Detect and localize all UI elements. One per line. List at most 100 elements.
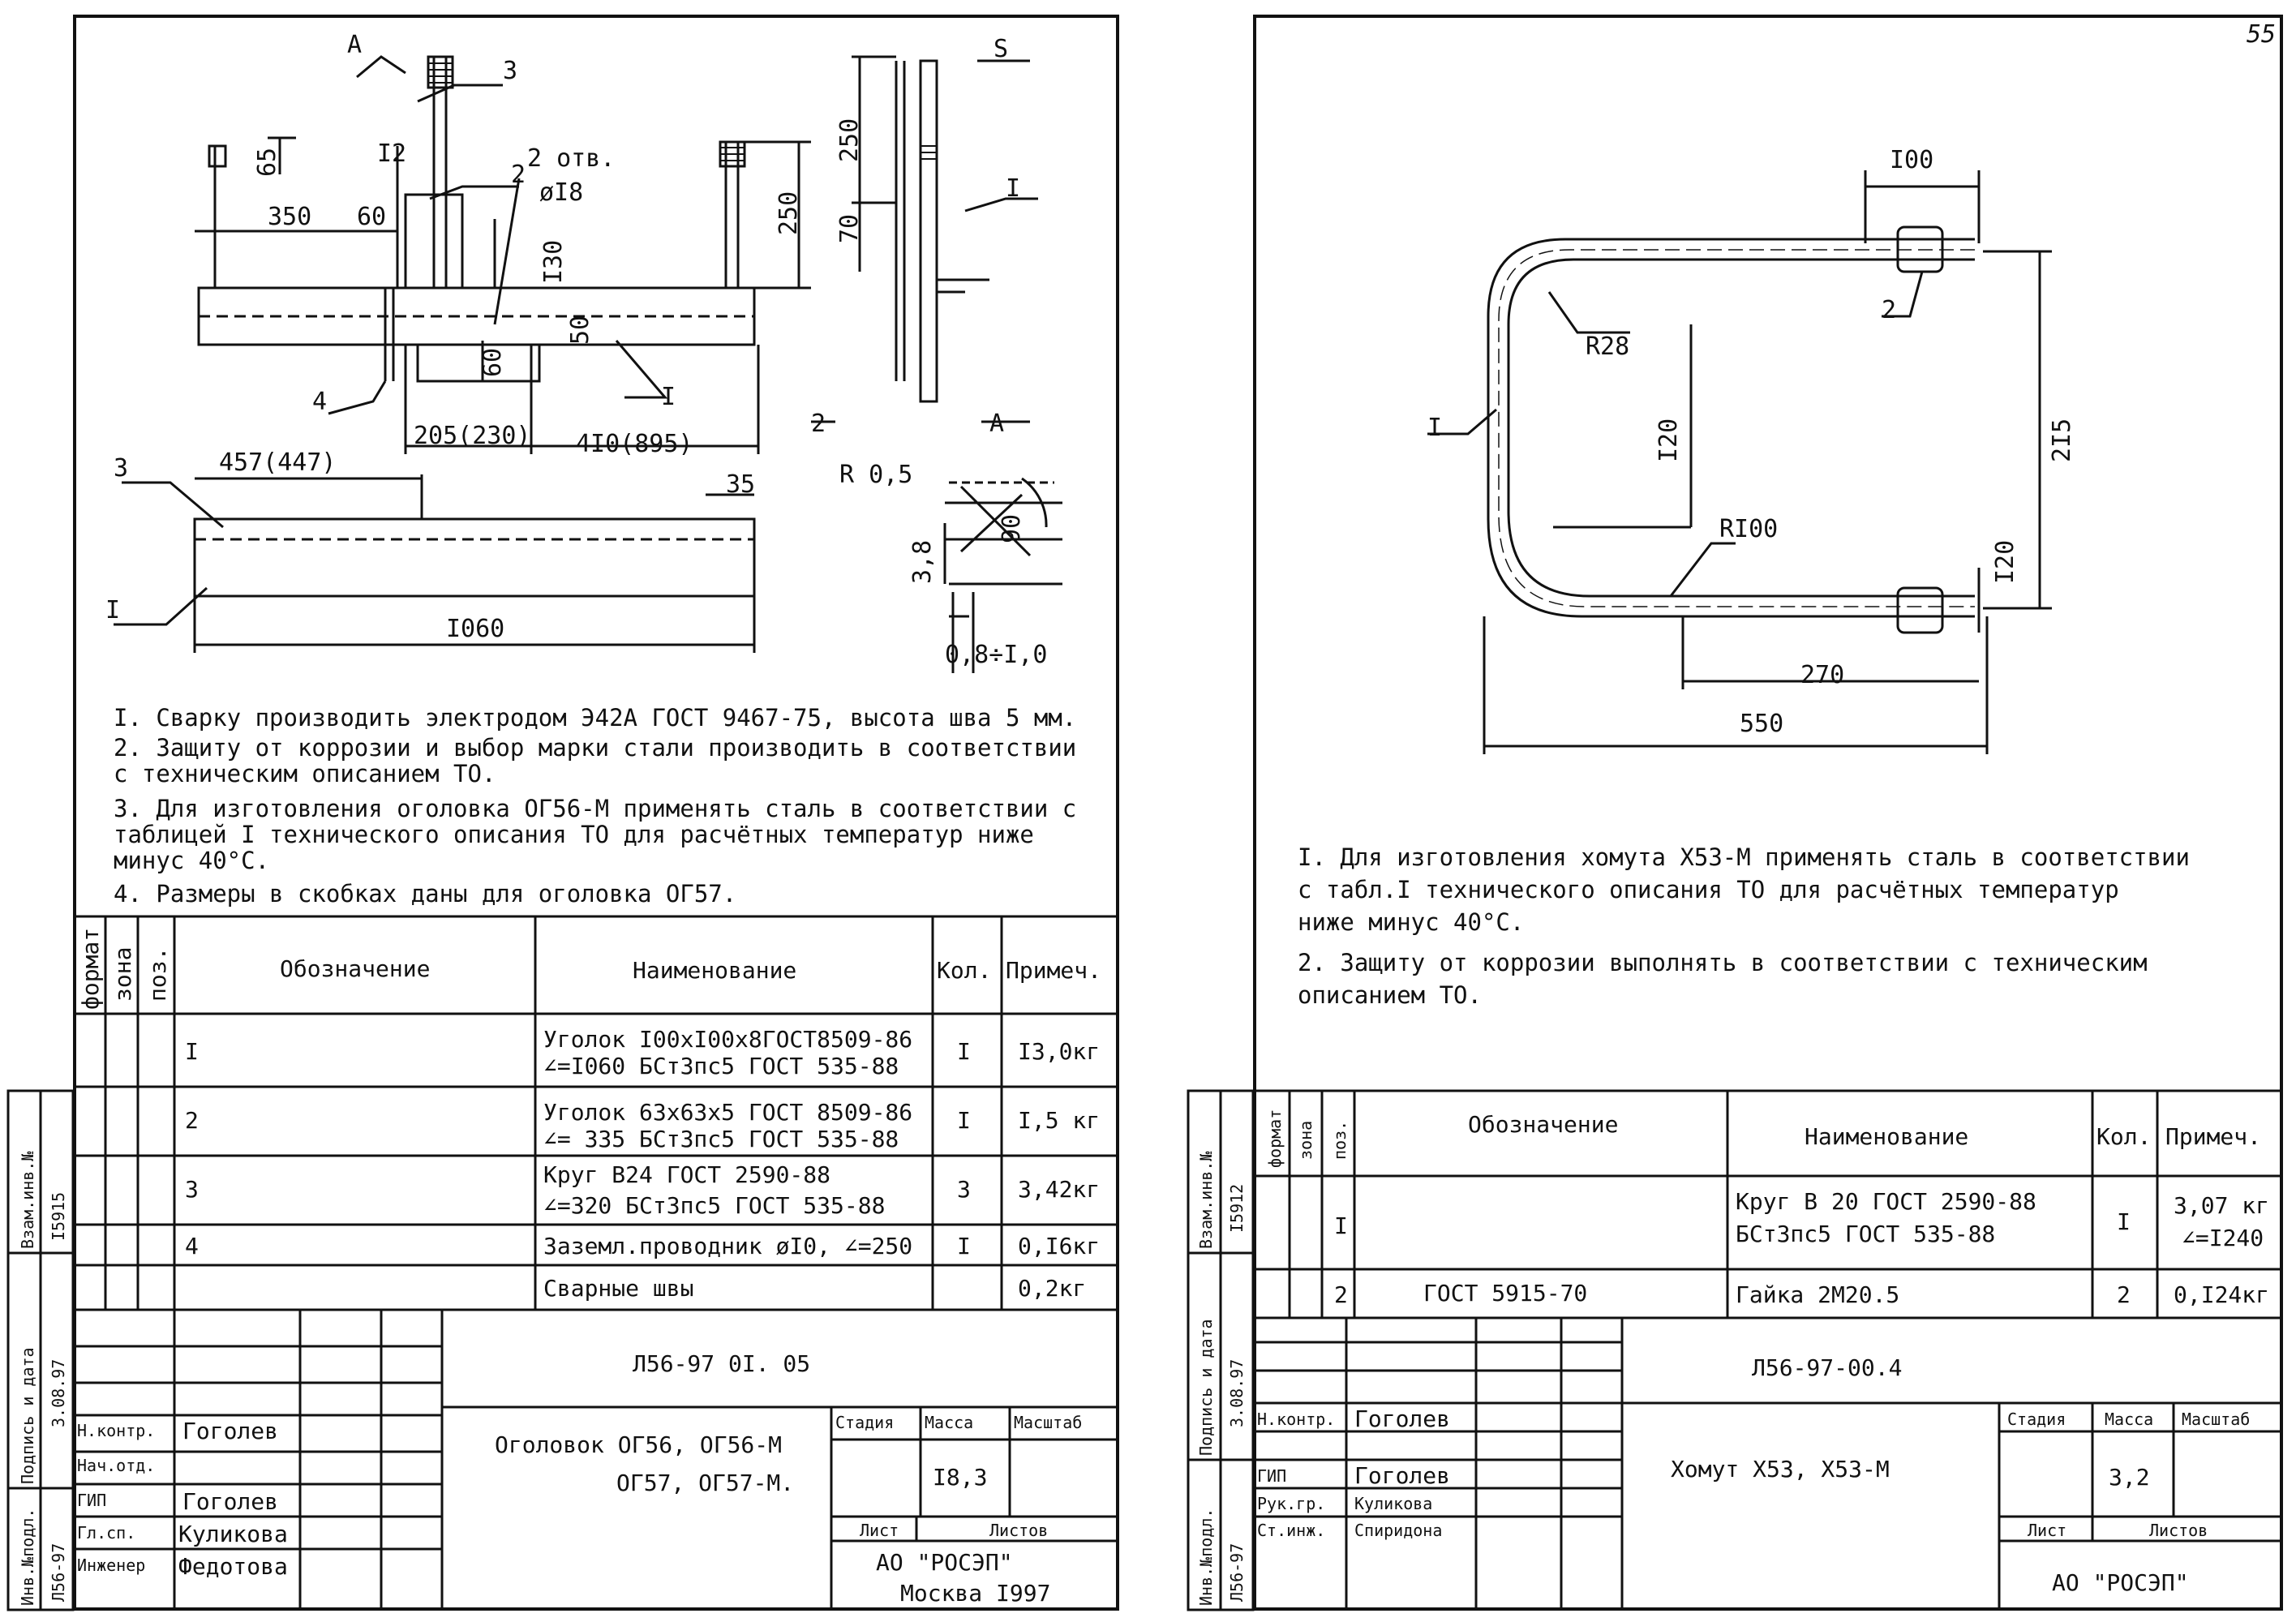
spec-row-1-note: I3,0кг — [1018, 1038, 1101, 1065]
role-5: Инженер — [77, 1555, 146, 1575]
spec-header-name: Наименование — [633, 957, 797, 984]
radius-05: R 0,5 — [839, 461, 913, 489]
r-spec-row-2-designation: ГОСТ 5915-70 — [1423, 1280, 1588, 1307]
title-sheets-label: Листов — [989, 1521, 1049, 1540]
right-note-2-cont: описанием ТО. — [1298, 981, 1482, 1009]
role-4-name: Куликова — [178, 1521, 288, 1547]
role-5-name: Федотова — [178, 1553, 288, 1580]
title-sheet-label: Лист — [860, 1521, 899, 1540]
right-note-2: 2. Защиту от коррозии выполнять в соотве… — [1298, 949, 2148, 976]
r-spec-row-2-name: Гайка 2М20.5 — [1736, 1281, 1900, 1308]
r-spec-row-2-qty: 2 — [2117, 1281, 2131, 1308]
dim-205: 205(230) — [414, 422, 531, 450]
title-name-1: Оголовок ОГ56, ОГ56-М — [495, 1431, 783, 1458]
r-stamp-replace-inv: Взам.инв.№ — [1196, 1151, 1216, 1249]
dim-60: 60 — [357, 203, 387, 231]
dim-120-end: I20 — [1991, 539, 2019, 584]
label-A-top: A — [347, 31, 363, 59]
r-role-2: ГИП — [1257, 1466, 1287, 1486]
spec-row-1-pos: I — [185, 1038, 199, 1065]
callout-2: 2 — [511, 161, 526, 189]
role-1: Н.контр. — [77, 1421, 156, 1440]
r-spec-header-note: Примеч. — [2165, 1123, 2262, 1150]
dim-1060: I060 — [446, 615, 505, 643]
callout-I-mid: I — [661, 383, 676, 411]
role-3-name: Гоголев — [182, 1488, 279, 1515]
spec-row-4-name: Заземл.проводник øI0, ∠=250 — [543, 1233, 913, 1259]
note-2: 2. Защиту от коррозии и выбор марки стал… — [114, 734, 1077, 762]
gap-value: 0,8÷I,0 — [945, 641, 1048, 669]
spec-row-2-name2: ∠= 335 БСт3пс5 ГОСТ 535-88 — [543, 1126, 899, 1152]
spec-row-3-pos: 3 — [185, 1176, 199, 1203]
spec-header-designation: Обозначение — [280, 955, 431, 982]
dim-215: 2I5 — [2048, 418, 2076, 462]
r-spec-header-name: Наименование — [1805, 1123, 1969, 1150]
r-role-3-name: Куликова — [1354, 1494, 1433, 1513]
spec-row-1-name2: ∠=I060 БСт3пс5 ГОСТ 535-88 — [543, 1053, 899, 1079]
label-holes: 2 отв. — [527, 144, 616, 173]
spec-row-5-note: 0,2кг — [1018, 1275, 1087, 1302]
r-title-name: Хомут Х53, Х53-М — [1671, 1456, 1890, 1483]
r-title-scale-label: Масштаб — [2182, 1410, 2251, 1429]
title-stage-label: Стадия — [835, 1413, 895, 1432]
dim-100: I00 — [1890, 146, 1934, 174]
dim-120: I20 — [1654, 418, 1683, 462]
spec-row-3-name2: ∠=320 БСт3пс5 ГОСТ 535-88 — [543, 1192, 886, 1219]
role-3: ГИП — [77, 1491, 107, 1510]
title-mass-label: Масса — [925, 1413, 974, 1432]
spec-row-3-qty: 3 — [957, 1176, 971, 1203]
callout-4: 4 — [312, 388, 328, 416]
spec-row-3-name: Круг В24 ГОСТ 2590-88 — [543, 1161, 831, 1188]
role-4: Гл.сп. — [77, 1523, 136, 1543]
r-stamp-date: 3.08.97 — [1227, 1358, 1247, 1427]
r-spec-row-1-qty: I — [2117, 1208, 2131, 1235]
r-stamp-doc: Л56-97 — [1227, 1543, 1247, 1602]
callout-3: 3 — [503, 57, 518, 85]
spec-row-3-note: 3,42кг — [1018, 1176, 1101, 1203]
r-stamp-inv: Инв.№подл. — [1196, 1508, 1216, 1606]
dim-410: 4I0(895) — [576, 430, 693, 458]
right-note-1-cont2: ниже минус 40°С. — [1298, 908, 1525, 936]
page-number: 55 — [2247, 20, 2277, 49]
right-note-1-cont: с табл.I технического описания ТО для ра… — [1298, 876, 2119, 903]
title-scale-label: Масштаб — [1014, 1413, 1083, 1432]
spec-row-2-name: Уголок 63х63х5 ГОСТ 8509-86 — [543, 1099, 913, 1126]
spec-row-2-note: I,5 кг — [1018, 1107, 1101, 1134]
note-2-cont: с техническим описанием ТО. — [114, 760, 496, 787]
spec-row-4-pos: 4 — [185, 1233, 199, 1259]
r-spec-header-qty: Кол. — [2096, 1123, 2152, 1150]
right-sheet — [1253, 15, 2283, 1611]
r-role-2-name: Гоголев — [1354, 1462, 1451, 1489]
detail-2-title: 2 — [811, 410, 826, 438]
dim-12: I2 — [377, 139, 407, 168]
title-mass-value: I8,3 — [933, 1464, 988, 1491]
r-spec-row-2-pos: 2 — [1334, 1281, 1348, 1308]
r-title-stage-label: Стадия — [2007, 1410, 2066, 1429]
r-role-4: Ст.инж. — [1257, 1521, 1326, 1540]
spec-header-note: Примеч. — [1006, 957, 1102, 984]
r-title-org: АО "РОСЭП" — [2052, 1569, 2189, 1596]
title-code: Л56-97 0I. 05 — [633, 1350, 811, 1377]
spec-row-1-name: Уголок I00хI00х8ГОСТ8509-86 — [543, 1026, 913, 1053]
note-1: I. Сварку производить электродом Э42А ГО… — [114, 704, 1077, 732]
r-stamp-num: I5912 — [1227, 1183, 1247, 1233]
r-spec-row-1-note: 3,07 кг — [2174, 1192, 2270, 1219]
r-title-code: Л56-97-00.4 — [1752, 1354, 1903, 1381]
r-spec-row-1-pos: I — [1334, 1212, 1348, 1239]
dim-457: 457(447) — [219, 448, 337, 477]
r-spec-row-1-name2: БСт3пс5 ГОСТ 535-88 — [1736, 1221, 1996, 1247]
r-title-mass-value: 3,2 — [2109, 1464, 2150, 1491]
r-spec-row-1-name: Круг В 20 ГОСТ 2590-88 — [1736, 1188, 2036, 1215]
note-3-cont: таблицей I технического описания ТО для … — [114, 821, 1034, 848]
spec-row-2-pos: 2 — [185, 1107, 199, 1134]
r-title-sheet-label: Лист — [2028, 1521, 2067, 1540]
r-spec-row-2-note: 0,I24кг — [2174, 1281, 2270, 1308]
radius-100: RI00 — [1719, 515, 1779, 543]
callout-I-right: I — [1006, 174, 1021, 203]
note-3-cont2: минус 40°С. — [114, 847, 270, 874]
title-org: АО "РОСЭП" — [876, 1549, 1013, 1576]
r-spec-row-1-note2: ∠=I240 — [2182, 1225, 2264, 1251]
spec-row-5-name: Сварные швы — [543, 1275, 694, 1302]
